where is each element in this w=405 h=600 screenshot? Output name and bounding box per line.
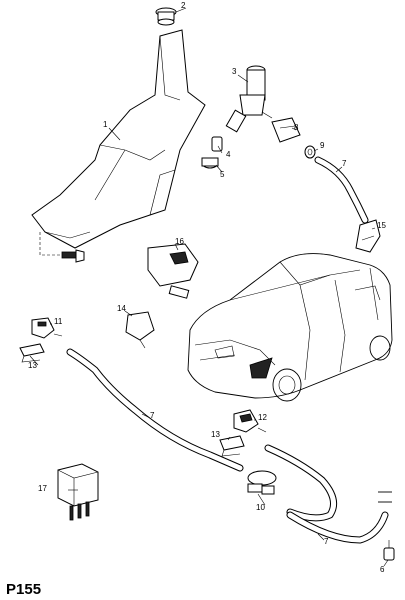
washer-hose-lower	[66, 348, 244, 472]
hose-end-connector	[383, 540, 395, 561]
callout-13b: 13	[211, 430, 220, 439]
callout-7-lower: 7	[324, 537, 329, 546]
callout-6: 6	[380, 565, 385, 574]
callout-7-upper: 7	[342, 159, 347, 168]
leader-lines	[29, 74, 389, 567]
washer-hose-right	[264, 444, 338, 522]
callout-14: 14	[117, 304, 126, 313]
hose-connector	[271, 117, 301, 143]
washer-pump	[225, 65, 273, 133]
callout-16: 16	[175, 237, 184, 246]
filler-cap	[155, 7, 187, 26]
callout-17: 17	[38, 484, 47, 493]
pump-grommet	[201, 157, 219, 169]
hose-break-marks	[378, 491, 392, 503]
callout-15: 15	[377, 221, 386, 230]
washer-jet-14	[125, 311, 155, 349]
callout-4: 4	[226, 150, 231, 159]
callout-8: 8	[294, 123, 299, 132]
callout-10: 10	[256, 503, 265, 512]
pump-seal	[211, 136, 223, 152]
callout-3: 3	[232, 67, 237, 76]
callout-7-middle: 7	[150, 411, 155, 420]
headlamp-washer-nozzle	[147, 243, 199, 299]
vehicle-outline	[187, 253, 393, 402]
washer-hose-bottom	[286, 511, 389, 544]
washer-reservoir	[31, 29, 206, 249]
hose-clip-9	[304, 145, 316, 159]
washer-jet-12	[233, 409, 267, 433]
jet-clip-13a	[19, 343, 45, 363]
callout-11: 11	[54, 317, 63, 326]
callout-13a: 13	[28, 361, 37, 370]
mounting-screw	[39, 232, 85, 263]
non-return-valve	[247, 470, 277, 495]
callout-1: 1	[103, 120, 108, 129]
callout-12: 12	[258, 413, 267, 422]
washer-hose-upper	[314, 156, 369, 224]
callout-2: 2	[181, 1, 186, 10]
washer-jet-11	[31, 317, 63, 339]
page-identifier: P155	[6, 581, 41, 598]
hose-elbow	[355, 219, 381, 253]
washer-relay	[57, 463, 99, 521]
callout-5: 5	[220, 170, 225, 179]
callout-9: 9	[320, 141, 325, 150]
jet-clip-13b	[219, 435, 245, 457]
